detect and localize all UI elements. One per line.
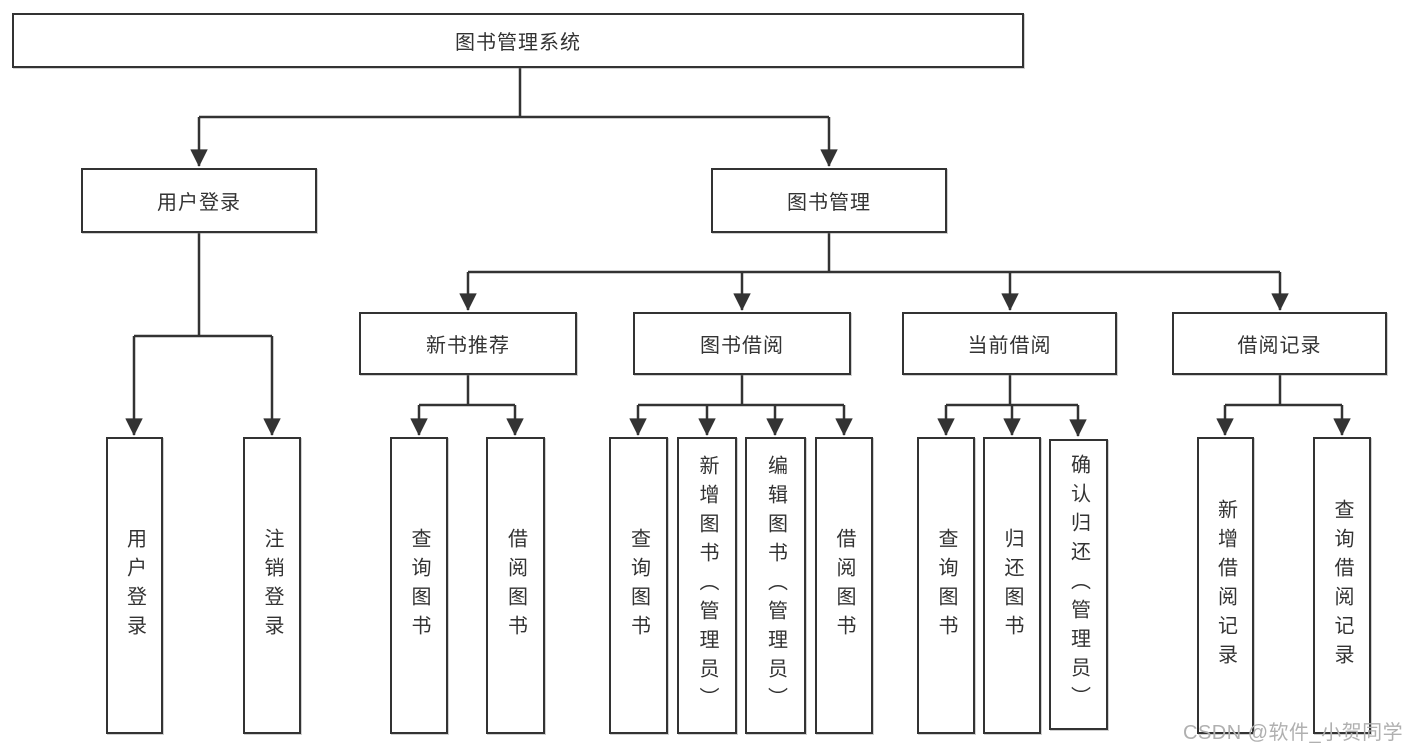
node-borrowing-query-books: 查询图书 — [609, 437, 668, 734]
node-add-books-admin: 新增图书（管理员） — [677, 437, 737, 734]
node-borrowing-borrow-books: 借阅图书 — [815, 437, 873, 734]
node-add-borrow-record: 新增借阅记录 — [1197, 437, 1254, 734]
node-newbooks-borrow-books-label: 借阅图书 — [504, 527, 527, 644]
node-edit-books-admin: 编辑图书（管理员） — [745, 437, 806, 734]
node-current-borrowing-label: 当前借阅 — [967, 335, 1052, 357]
node-query-borrow-record-label: 查询借阅记录 — [1331, 498, 1353, 673]
node-borrowing-borrow-books-label: 借阅图书 — [833, 527, 855, 644]
node-return-books-label: 归还图书 — [1001, 527, 1023, 644]
node-logout: 注销登录 — [243, 437, 301, 734]
node-add-borrow-record-label: 新增借阅记录 — [1214, 498, 1237, 673]
connector-group — [125, 68, 1351, 437]
node-book-borrowing-label: 图书借阅 — [700, 335, 784, 357]
node-confirm-return-admin: 确认归还（管理员） — [1049, 439, 1108, 730]
node-book-management-label: 图书管理 — [787, 192, 871, 214]
node-edit-books-admin-label: 编辑图书（管理员） — [764, 455, 787, 716]
node-user-login-action: 用户登录 — [106, 437, 163, 734]
node-confirm-return-admin-label: 确认归还（管理员） — [1067, 454, 1090, 715]
node-borrowing-records: 借阅记录 — [1172, 312, 1387, 375]
node-borrowing-records-label: 借阅记录 — [1237, 335, 1322, 357]
node-book-management: 图书管理 — [711, 168, 947, 233]
node-library-system: 图书管理系统 — [12, 13, 1024, 68]
node-current-borrowing: 当前借阅 — [902, 312, 1117, 375]
node-current-query-books: 查询图书 — [917, 437, 975, 734]
node-borrowing-query-books-label: 查询图书 — [627, 527, 650, 644]
node-return-books: 归还图书 — [983, 437, 1041, 734]
node-add-books-admin-label: 新增图书（管理员） — [696, 455, 718, 716]
node-user-login-label: 用户登录 — [157, 192, 241, 214]
node-newbooks-borrow-books: 借阅图书 — [486, 437, 545, 734]
node-book-borrowing: 图书借阅 — [633, 312, 851, 375]
node-user-login: 用户登录 — [81, 168, 317, 233]
node-library-system-label: 图书管理系统 — [455, 32, 581, 54]
node-new-book-recommend-label: 新书推荐 — [426, 335, 510, 357]
node-newbooks-query-books-label: 查询图书 — [408, 527, 430, 644]
node-user-login-action-label: 用户登录 — [123, 527, 146, 644]
node-new-book-recommend: 新书推荐 — [359, 312, 577, 375]
node-query-borrow-record: 查询借阅记录 — [1313, 437, 1371, 734]
node-newbooks-query-books: 查询图书 — [390, 437, 448, 734]
node-current-query-books-label: 查询图书 — [935, 527, 957, 644]
node-logout-label: 注销登录 — [261, 527, 283, 644]
csdn-watermark: CSDN @软件_小贺同学 — [1183, 722, 1404, 744]
